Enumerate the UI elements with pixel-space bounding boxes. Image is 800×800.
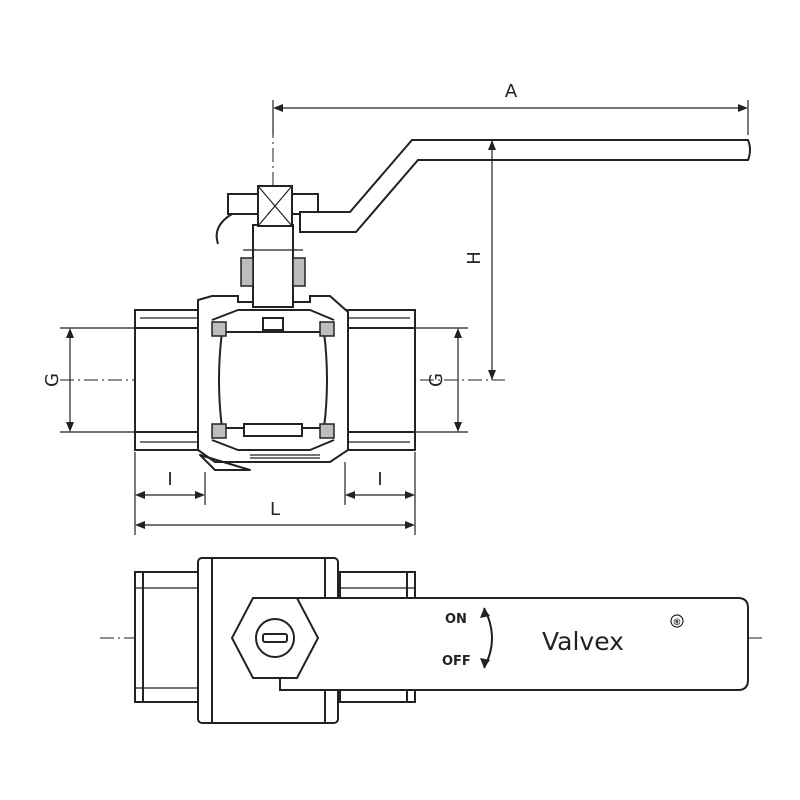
dimension-g-left-label: G [42,373,63,387]
stem-slot [262,633,288,643]
dimension-h-label: H [464,251,485,265]
dimension-i-right-label: I [377,469,382,490]
dimension-a: A [272,81,749,135]
stem-nut [215,185,319,245]
brand-name: Valvex [542,627,624,656]
stem [240,224,306,331]
dimension-g-right-label: G [426,373,447,387]
dimension-i-right: I [344,452,416,535]
dimension-l: L [135,499,415,529]
top-view: ON OFF Valvex ® [100,557,765,724]
on-label: ON [445,612,467,627]
lever-side [299,139,751,233]
off-label: OFF [442,654,471,669]
dimension-i-left: I [134,452,206,535]
right-threaded-end [344,309,416,451]
dimension-g-right: G [415,327,468,433]
dimension-h: H [464,139,506,380]
left-threaded-end [134,309,206,451]
dimension-a-label: A [505,81,518,102]
ball [218,331,328,437]
dimension-i-left-label: I [167,469,172,490]
seats [211,321,335,439]
dimension-g-left: G [42,327,135,433]
registered-mark: ® [673,618,682,628]
dimension-l-label: L [270,499,280,520]
side-section-view: A H G G [42,81,751,535]
top-left-end [134,571,206,703]
registered-mark-icon [670,614,684,628]
valve-body [197,295,349,471]
lever-top [279,597,749,691]
